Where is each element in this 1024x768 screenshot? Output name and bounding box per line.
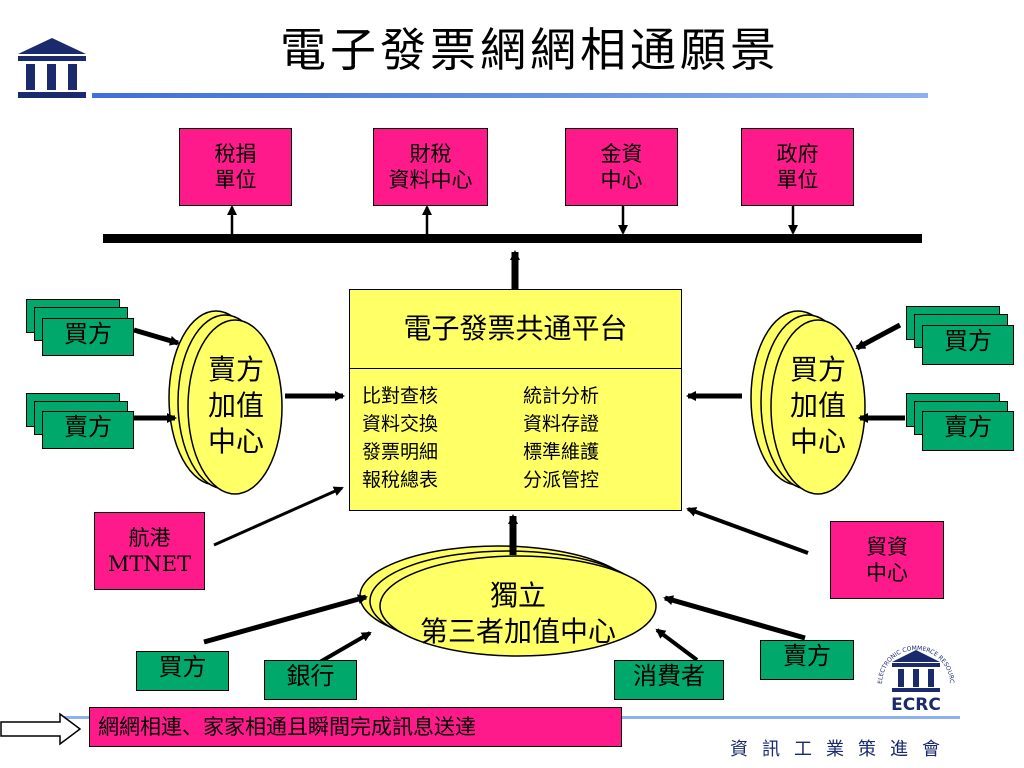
seller-center-line3: 中心	[207, 425, 264, 458]
port-line2: MTNET	[107, 552, 192, 576]
seller-center-front	[187, 319, 283, 495]
tax-office-line1: 稅捐	[214, 142, 257, 166]
footer-arrow-icon	[0, 712, 82, 746]
third-party-line2: 第三者加值中心	[419, 615, 616, 648]
arrow-trade-to-platform	[686, 507, 809, 555]
ecrc-logo: ELECTRONIC COMMERCE RESOURCES CENTER ECR…	[865, 627, 964, 728]
port-mtnet-box: 航港 MTNET	[94, 512, 205, 590]
fiscal-data-line2: 資料中心	[388, 168, 473, 192]
trade-info-line2: 中心	[866, 561, 908, 585]
government-unit-line1: 政府	[776, 142, 819, 166]
footer-message: 網網相連、家家相通且瞬間完成訊息送達	[89, 707, 622, 747]
third-party-line1: 獨立	[489, 579, 546, 612]
title-rule	[92, 93, 928, 98]
consumer-box: 消費者	[614, 660, 724, 700]
function-item: 比對查核	[362, 385, 439, 407]
buyer-center-label: 買方 加值 中心	[780, 352, 856, 460]
trade-info-center-box: 貿資 中心	[830, 521, 944, 599]
buyer-center-line1: 買方	[789, 353, 846, 386]
third-party-front	[379, 555, 657, 657]
arrow-consumer-to-third-party	[655, 628, 699, 662]
right-buyer-box: 買方	[922, 325, 1014, 365]
arrow-right-center-to-buyer	[855, 322, 902, 351]
government-unit-box: 政府 單位	[741, 128, 854, 206]
trade-info-line1: 貿資	[866, 535, 908, 559]
financial-info-line1: 金資	[600, 142, 643, 166]
tax-office-box: 稅捐 單位	[179, 128, 292, 206]
buyer-center-line2: 加值	[789, 389, 846, 422]
e-invoice-platform: 電子發票共通平台 比對查核 資料交換 發票明細 報稅總表 統計分析 資料存證 標…	[349, 289, 682, 511]
seller-center-label: 賣方 加值 中心	[198, 352, 274, 460]
bottom-buyer-box: 買方	[136, 651, 229, 691]
arrow-left-buyer-to-center	[133, 327, 180, 346]
function-item: 分派管控	[523, 469, 600, 491]
arrow-seller-to-third-party	[663, 595, 806, 641]
buyer-center-front	[770, 319, 866, 495]
platform-title: 電子發票共通平台	[350, 290, 681, 369]
buyer-center-line3: 中心	[789, 425, 846, 458]
seller-center-line1: 賣方	[207, 353, 264, 386]
footer-org-name: 資訊工業策進會	[730, 739, 954, 760]
left-buyer-box: 買方	[42, 318, 134, 356]
right-seller-box: 賣方	[922, 411, 1014, 451]
arrow-port-to-platform	[213, 486, 344, 547]
network-bus	[103, 234, 922, 243]
bottom-seller-box: 賣方	[760, 640, 854, 680]
fiscal-data-center-box: 財稅 資料中心	[373, 128, 488, 206]
function-item: 發票明細	[362, 441, 439, 463]
ecrc-logo-icon: ELECTRONIC COMMERCE RESOURCES CENTER ECR…	[865, 627, 955, 715]
bank-box: 銀行	[264, 660, 357, 700]
arrow-buyer-to-third-party	[203, 594, 368, 645]
third-party-label: 獨立 第三者加值中心	[392, 578, 644, 650]
ecrc-logo-text: ECRC	[891, 695, 941, 715]
seller-center-line2: 加值	[207, 389, 264, 422]
government-unit-line2: 單位	[776, 168, 819, 192]
financial-info-line2: 中心	[600, 168, 643, 192]
fiscal-data-line1: 財稅	[409, 142, 452, 166]
function-item: 資料交換	[362, 413, 439, 435]
left-seller-box: 賣方	[42, 411, 134, 449]
platform-functions-left: 比對查核 資料交換 發票明細 報稅總表	[362, 382, 438, 494]
function-item: 報稅總表	[362, 469, 439, 491]
financial-info-center-box: 金資 中心	[565, 128, 678, 206]
tax-office-line2: 單位	[214, 168, 257, 192]
function-item: 統計分析	[523, 385, 600, 407]
port-line1: 航港	[128, 526, 171, 550]
iii-logo-icon	[18, 38, 86, 98]
function-item: 標準維護	[523, 441, 600, 463]
platform-functions-right: 統計分析 資料存證 標準維護 分派管控	[523, 382, 599, 494]
page-title: 電子發票網網相通願景	[280, 23, 780, 77]
function-item: 資料存證	[523, 413, 600, 435]
